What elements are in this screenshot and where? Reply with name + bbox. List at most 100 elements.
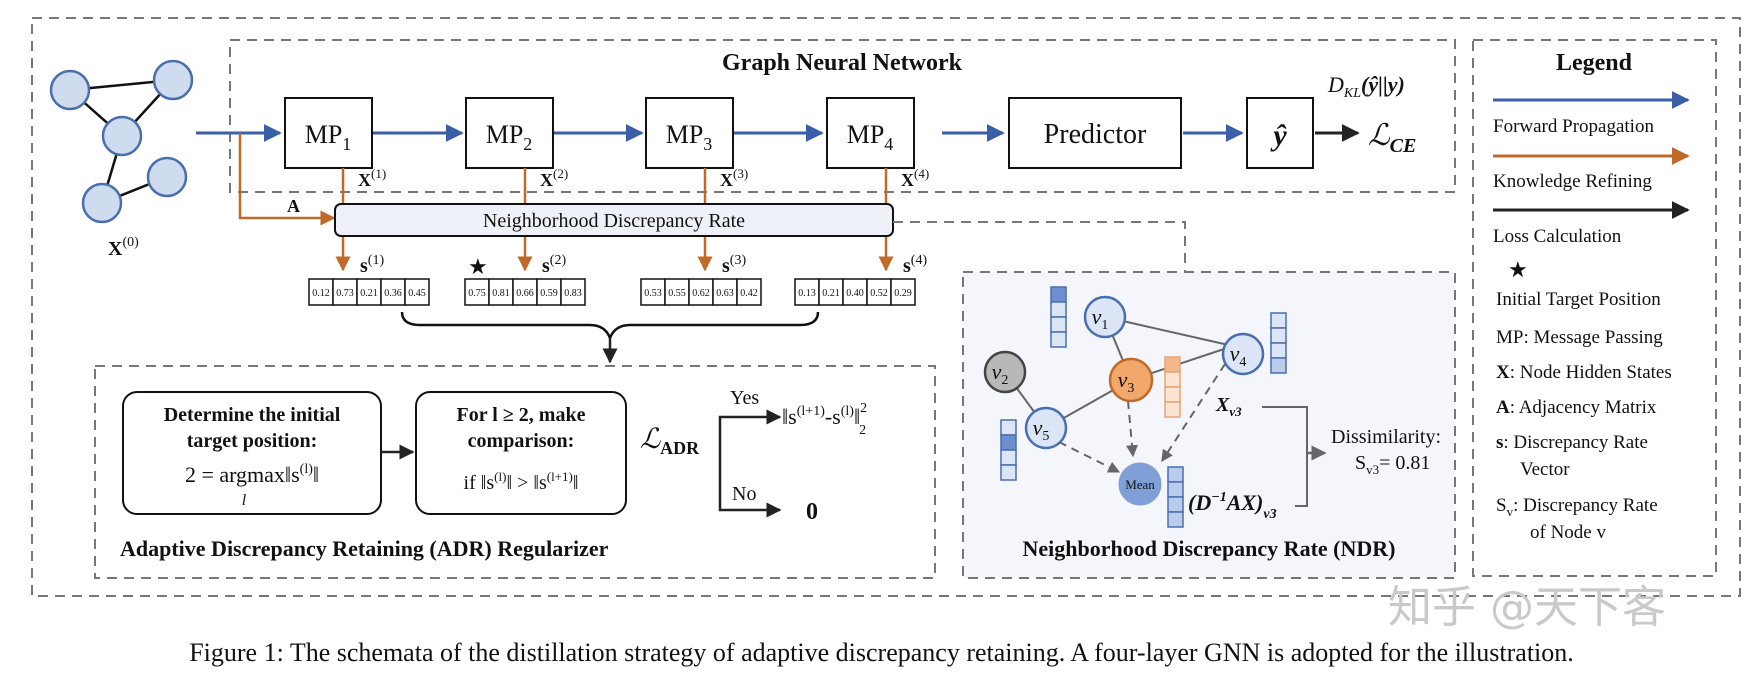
s-vector-3: 0.53 0.55 0.62 0.63 0.42 — [640, 278, 762, 306]
legend-mp: MP: Message Passing — [1496, 327, 1663, 348]
s-cell: 0.55 — [668, 288, 686, 299]
adr-title: Adaptive Discrepancy Retaining (ADR) Reg… — [120, 536, 609, 561]
feature-stack-v5 — [1000, 419, 1017, 481]
legend-title: Legend — [1556, 50, 1633, 76]
legend-frame — [1472, 39, 1717, 577]
s-cell: 0.45 — [408, 288, 426, 299]
input-graph — [49, 59, 194, 224]
svg-text:v1: v1 — [1092, 304, 1109, 333]
mp-block-1: MP1 — [284, 97, 373, 169]
x4-label: X(4) — [901, 166, 929, 190]
legend-loss: Loss Calculation — [1493, 226, 1622, 247]
kl-label: DKL(ŷ||y) — [1327, 72, 1405, 101]
legend-a: A: Adjacency Matrix — [1496, 397, 1657, 418]
x-v3-label: Xv3 — [1215, 394, 1242, 419]
s-vector-4: 0.13 0.21 0.40 0.52 0.29 — [794, 278, 916, 306]
adr-box2-line3: if ‖s(l)‖ > ‖s(l+1)‖ — [464, 469, 579, 494]
target-star: ★ — [468, 254, 488, 279]
x0-label: X(0) — [108, 235, 139, 260]
gnn-title: Graph Neural Network — [722, 50, 963, 76]
svg-text:v2: v2 — [992, 359, 1009, 388]
mp-block-4: MP4 — [826, 97, 915, 169]
graph-node — [146, 156, 188, 198]
s-cell: 0.21 — [360, 288, 378, 299]
yhat-label: ŷ — [1270, 119, 1287, 152]
s-cell: 0.75 — [468, 288, 486, 299]
dissim-value: Sv3= 0.81 — [1355, 452, 1430, 477]
svg-text:MP3: MP3 — [666, 120, 713, 154]
dissim-label: Dissimilarity: — [1331, 426, 1441, 448]
ndr-mean-node: Mean — [1118, 462, 1162, 506]
adr-box-compare — [415, 391, 627, 515]
s3-label: s(3) — [722, 253, 746, 277]
graph-node — [101, 115, 143, 157]
svg-text:v4: v4 — [1230, 341, 1247, 370]
s-cell: 0.63 — [716, 288, 734, 299]
adr-box1-line2: target position: — [187, 430, 318, 452]
s1-label: s(1) — [360, 253, 384, 277]
s-cell: 0.83 — [564, 288, 582, 299]
s-cell: 0.73 — [336, 288, 354, 299]
s4-label: s(4) — [903, 253, 927, 277]
svg-text:Mean: Mean — [1125, 477, 1155, 492]
ce-loss-label: ℒCE — [1368, 119, 1416, 157]
adr-box1-line1: Determine the initial — [164, 404, 341, 426]
s-cell: 0.42 — [740, 288, 758, 299]
legend-star: ★ — [1508, 257, 1528, 282]
s-cell: 0.21 — [822, 288, 840, 299]
legend-sv-line2: of Node v — [1530, 522, 1606, 543]
feature-stack-v4 — [1270, 312, 1287, 374]
s-cell: 0.29 — [894, 288, 912, 299]
x2-label: X(2) — [540, 166, 568, 190]
predictor-box — [1008, 97, 1182, 169]
s-cell: 0.52 — [870, 288, 888, 299]
ndr-node-v1: v1 — [1083, 295, 1127, 339]
figure-caption: Figure 1: The schemata of the distillati… — [189, 638, 1574, 667]
figure-canvas: Graph Neural Network X(0) MP1 MP2 MP3 — [31, 17, 1741, 633]
ndr-node-v3: v3 — [1108, 357, 1154, 403]
dissim-bracket — [1262, 406, 1308, 507]
legend-s: s: Discrepancy Rate — [1496, 432, 1648, 453]
adr-branches — [718, 409, 782, 518]
mp-block-2: MP2 — [465, 97, 554, 169]
ndr-bar — [334, 203, 894, 237]
s-cell: 0.81 — [492, 288, 510, 299]
s2-label: s(2) — [542, 253, 566, 277]
outer-frame — [31, 17, 1741, 597]
s-vector-1: 0.12 0.73 0.21 0.36 0.45 — [308, 278, 430, 306]
svg-text:v3: v3 — [1118, 367, 1135, 396]
svg-text:MP4: MP4 — [847, 120, 894, 154]
legend-star-label: Initial Target Position — [1496, 289, 1661, 310]
feature-stack-mean — [1167, 466, 1184, 528]
legend-x: X: Node Hidden States — [1496, 362, 1672, 383]
predictor-label: Predictor — [1044, 119, 1147, 150]
yhat-box — [1246, 97, 1314, 169]
s-vector-2: 0.75 0.81 0.66 0.59 0.83 — [464, 278, 586, 306]
adr-box2-line2: comparison: — [468, 430, 575, 452]
adr-box1-sub: l — [242, 492, 247, 509]
gnn-frame — [229, 39, 1456, 193]
legend-s-line2: Vector — [1520, 459, 1570, 480]
s-cell: 0.66 — [516, 288, 534, 299]
x1-label: X(1) — [358, 166, 386, 190]
ndr-connector — [893, 221, 1186, 272]
ndr-bar-label: Neighborhood Discrepancy Rate — [483, 210, 745, 232]
refine-arrows — [238, 133, 894, 272]
graph-node — [81, 182, 123, 224]
curly-brace — [400, 311, 820, 342]
adr-yes: Yes — [730, 387, 759, 409]
adr-no-result: 0 — [806, 499, 818, 525]
ndr-node-v4: v4 — [1221, 332, 1265, 376]
adr-no: No — [732, 483, 756, 505]
legend-forward: Forward Propagation — [1493, 116, 1654, 137]
feature-stack-v1 — [1050, 286, 1067, 348]
s-cell: 0.13 — [798, 288, 816, 299]
s-cell: 0.40 — [846, 288, 864, 299]
svg-text:v5: v5 — [1033, 415, 1050, 444]
s-cell: 0.62 — [692, 288, 710, 299]
s-cell: 0.53 — [644, 288, 662, 299]
watermark: 知乎 @天下客 — [1388, 582, 1666, 633]
adjacency-label: A — [287, 196, 300, 216]
graph-node — [49, 69, 91, 111]
